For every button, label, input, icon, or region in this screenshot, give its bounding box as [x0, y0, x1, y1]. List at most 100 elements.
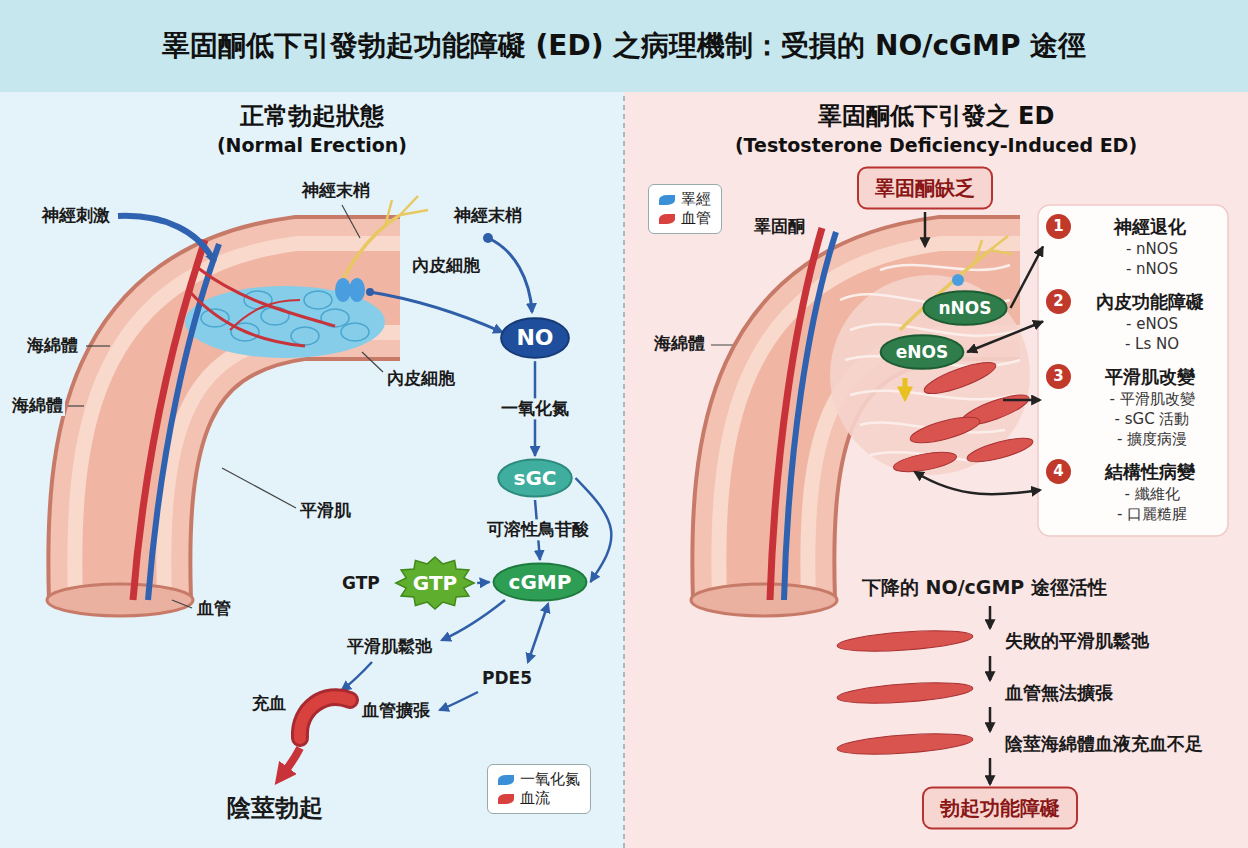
- part-label: 海綿體: [652, 333, 707, 354]
- callout-number: 1: [1046, 214, 1071, 239]
- diagram-title: 睪固酮低下引發勃起功能障礙 (ED) 之病理機制：受損的 NO/cGMP 途徑: [162, 27, 1086, 65]
- oval-outline: [923, 291, 1006, 325]
- normal-penis-illustration: [47, 584, 193, 616]
- legend-text: 血管: [681, 209, 711, 228]
- deficiency-arrows: [915, 472, 1040, 494]
- deficient-penis-illustration: [850, 324, 1020, 336]
- part-label: 海綿體: [25, 335, 80, 356]
- part-label: 陰莖海綿體血液充血不足: [1003, 733, 1205, 756]
- edge-label: 可溶性鳥苷酸: [485, 519, 591, 540]
- normal-penis-illustration: [291, 327, 319, 345]
- normal-penis-illustration: [340, 215, 400, 285]
- deficiency-arrows: [837, 679, 974, 706]
- panel-heading: 睪固酮低下引發之 ED: [624, 100, 1248, 132]
- part-label: 充血: [250, 693, 288, 714]
- enzyme-oval: eNOS: [880, 335, 964, 369]
- deficiency-arrows: [989, 606, 992, 784]
- pathway-arrows: [300, 697, 350, 738]
- title-bar: 睪固酮低下引發勃起功能障礙 (ED) 之病理機制：受損的 NO/cGMP 途徑: [0, 0, 1248, 92]
- part-label: 下降的 NO/cGMP 途徑活性: [860, 576, 1109, 600]
- connector-arrow: [967, 322, 1043, 353]
- background-ground: [0, 92, 624, 848]
- node-label: nNOS: [938, 298, 991, 318]
- deficiency-arrows: [837, 730, 974, 757]
- node-label: sGC: [514, 466, 557, 490]
- normal-penis-illustration: [385, 196, 428, 226]
- deficient-penis-illustration: [892, 449, 958, 476]
- pathway-arrows: [488, 238, 532, 312]
- panel-subheading: (Testosterone Deficiency-Induced ED): [624, 134, 1248, 156]
- item-bullet: - 纖維化: [1078, 484, 1222, 504]
- leader-line: [68, 205, 744, 608]
- item-heading: 結構性病變: [1078, 459, 1222, 484]
- legend-text: 睪經: [681, 190, 711, 209]
- molecule-star: GTP: [396, 557, 474, 609]
- oval-outline: [881, 335, 964, 369]
- node-label: cGMP: [509, 570, 572, 594]
- legend-entry: 血管: [659, 209, 711, 228]
- deficiency-arrows: [989, 672, 992, 680]
- star-outline: [396, 557, 474, 609]
- deficient-penis-illustration: [903, 378, 908, 396]
- deficiency-arrows: [989, 620, 992, 628]
- item-bullet: - 口麗糙腥: [1078, 504, 1222, 524]
- deficiency-arrows: [1003, 399, 1040, 402]
- leader-line: [222, 468, 296, 508]
- pathway-arrows: [528, 604, 548, 662]
- normal-penis-illustration: [47, 196, 428, 616]
- item-bullet: - 平滑肌改變: [1078, 389, 1222, 409]
- legend-text: 血流: [520, 789, 550, 808]
- item-bullet: - nNOS: [1078, 239, 1222, 259]
- part-label: 血管: [195, 598, 233, 619]
- legend-swatch: [659, 214, 675, 224]
- legend-swatch: [498, 775, 514, 785]
- part-label: 神經末梢: [452, 205, 524, 226]
- oval-outline: [494, 563, 587, 600]
- part-label: 神經刺激: [40, 205, 112, 226]
- item-bullet: - eNOS: [1078, 314, 1222, 334]
- molecule-oval: sGC: [498, 459, 573, 497]
- molecule-oval: cGMP: [493, 563, 588, 601]
- item-heading: 神經退化: [1078, 214, 1222, 239]
- part-label: 內皮細胞: [410, 255, 482, 276]
- callout-panel-ground: [1038, 205, 1228, 536]
- pathway-arrows: [442, 600, 505, 640]
- deficient-penis-illustration: [975, 236, 1012, 262]
- deficient-penis-illustration: [840, 265, 1020, 461]
- mechanism-item: 2內皮功能障礙- eNOS- Ls NO: [1046, 289, 1222, 354]
- node-label: GTP: [413, 571, 457, 595]
- part-label: 血管擴張: [360, 700, 432, 721]
- normal-penis-illustration: [304, 291, 332, 309]
- mechanism-item: 3平滑肌改變- 平滑肌改變- sGC 活動- 擴度病漫: [1046, 364, 1222, 449]
- legend-box: 一氧化氮血流: [487, 764, 591, 814]
- pathway-arrows: [118, 216, 548, 778]
- legend-swatch: [498, 794, 514, 804]
- panel-subheading: (Normal Erection): [0, 134, 624, 156]
- item-heading: 平滑肌改變: [1078, 364, 1222, 389]
- part-label: 陰莖勃起: [225, 793, 325, 823]
- normal-penis-illustration: [148, 244, 219, 600]
- part-label: 血管無法擴張: [1003, 682, 1115, 705]
- part-label: 失敗的平滑肌鬆弛: [1003, 630, 1151, 653]
- part-label: 海綿體: [10, 395, 65, 416]
- part-label: 平滑肌: [298, 500, 353, 521]
- part-label: 平滑肌鬆弛: [345, 636, 434, 657]
- background-ground: [624, 92, 1248, 848]
- part-label: 神經末梢: [300, 180, 372, 201]
- deficiency-arrows: [989, 723, 992, 731]
- callout-number: 4: [1046, 459, 1071, 484]
- legend-swatch: [659, 195, 675, 205]
- leader-line: [342, 205, 360, 238]
- legend-entry: 一氧化氮: [498, 770, 580, 789]
- background-ground: [0, 0, 1248, 92]
- legend-box: 睪經血管: [648, 184, 722, 234]
- pathway-arrows: [280, 748, 300, 778]
- edge-label: 一氧化氮: [499, 398, 571, 419]
- callout-panel-ground: [1038, 205, 1228, 536]
- connector-arrow: [477, 582, 489, 583]
- normal-penis-illustration: [349, 278, 365, 302]
